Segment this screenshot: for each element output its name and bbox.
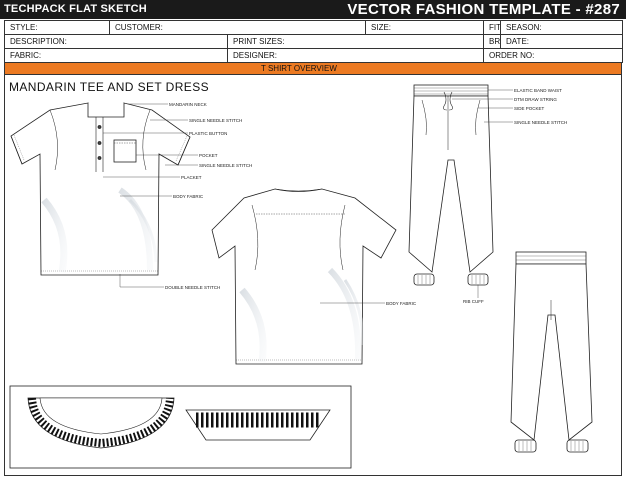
techpack-title: TECHPACK FLAT SKETCH — [4, 3, 147, 15]
callout-side-pocket: SIDE POCKET — [514, 106, 545, 111]
callout-draw-string: DTM DRAW STRING — [514, 97, 557, 102]
callout-mandarin-neck: MANDARIN NECK — [169, 102, 207, 107]
callout-plastic-button: PLASTIC BUTTON — [189, 131, 228, 136]
pants-back-sketch — [510, 251, 593, 453]
callout-pocket: POCKET — [199, 153, 218, 158]
callout-double-needle: DOUBLE NEEDLE STITCH — [165, 285, 221, 290]
design-title: MANDARIN TEE AND SET DRESS — [9, 80, 209, 94]
callout-elastic-waist: ELASTIC BAND WAIST — [514, 88, 562, 93]
callout-body-fabric-front: BODY FABRIC — [173, 194, 204, 199]
top-header-bar: TECHPACK FLAT SKETCH VECTOR FASHION TEMP… — [0, 0, 626, 19]
pants-front-sketch — [408, 84, 494, 286]
collar-detail-box — [9, 385, 352, 469]
sketch-frame — [4, 74, 622, 476]
template-title: VECTOR FASHION TEMPLATE - #287 — [347, 1, 620, 18]
callout-single-needle-2: SINGLE NEEDLE STITCH — [199, 163, 253, 168]
callout-body-fabric-back: BODY FABRIC — [386, 301, 417, 306]
callout-placket: PLACKET — [181, 175, 202, 180]
callout-single-needle-1: SINGLE NEEDLE STITCH — [189, 118, 243, 123]
tee-back-sketch — [211, 188, 397, 365]
section-band-label: T SHIRT OVERVIEW — [261, 64, 337, 73]
callout-leaders — [103, 89, 513, 304]
spec-form: STYLE: CUSTOMER: SIZE: FIT: SEASON: DESC… — [4, 20, 624, 63]
callout-rib-cuff: RIB CUFF — [463, 299, 484, 304]
callout-single-needle-pants: SINGLE NEEDLE STITCH — [514, 120, 568, 125]
tee-front-sketch — [10, 102, 191, 276]
